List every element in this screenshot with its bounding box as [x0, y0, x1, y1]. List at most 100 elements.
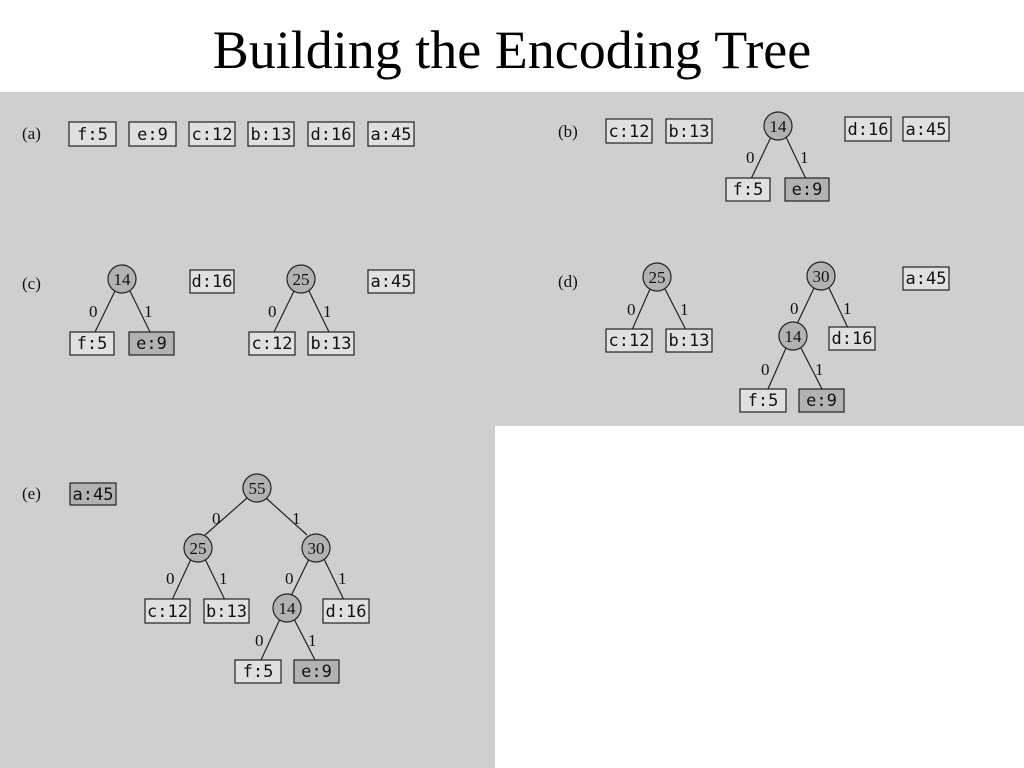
tree-edge [664, 288, 687, 331]
leaf-node: c:12 [144, 598, 191, 624]
leaf-label: b:13 [669, 331, 710, 351]
edge-label: 0 [268, 302, 277, 321]
leaf-node: b:13 [247, 121, 295, 147]
scanned-figure: (a) f:5 e:9 c:12 b:13 d:16 a:45 (b) [0, 92, 1024, 768]
node-weight: 30 [813, 267, 830, 286]
leaf-node: e:9 [128, 121, 177, 147]
leaf-node: d:16 [844, 116, 892, 142]
leaf-node: c:12 [605, 328, 653, 353]
leaf-node: a:45 [902, 116, 950, 142]
tree-edge [785, 136, 807, 180]
node-weight: 25 [190, 539, 207, 558]
edge-label: 1 [843, 299, 852, 318]
tree-edge [631, 288, 651, 331]
internal-node: 30 [301, 533, 331, 563]
edge-label: 0 [212, 509, 221, 528]
leaf-label: d:16 [192, 272, 233, 292]
panel-label: (e) [22, 484, 41, 503]
node-weight: 30 [308, 539, 325, 558]
panel-label: (d) [558, 272, 578, 291]
leaf-label: c:12 [147, 602, 188, 622]
tree-edge [204, 497, 248, 536]
leaf-node: a:45 [367, 269, 415, 294]
leaf-node: f:5 [739, 388, 787, 413]
node-weight: 14 [279, 599, 297, 618]
tree-edge [323, 558, 345, 601]
panel-b: (b) c:12 b:13 0 1 14 d:16 a:45 f:5 [558, 111, 950, 202]
edge-label: 1 [338, 569, 347, 588]
leaf-node: d:16 [307, 121, 355, 147]
leaf-label: b:13 [311, 334, 352, 354]
leaf-node: c:12 [605, 118, 653, 144]
panel-c: (c) 0 1 14 d:16 0 1 25 a:45 f:5 [22, 264, 415, 356]
edge-label: 1 [323, 302, 332, 321]
tree-edge [260, 618, 281, 661]
tree-edge [290, 558, 310, 597]
tree-edge [828, 287, 849, 329]
leaf-node: d:16 [322, 598, 370, 624]
tree-edge [129, 290, 151, 333]
tree-edge [94, 290, 116, 333]
node-weight: 14 [770, 117, 788, 136]
leaf-label: f:5 [733, 180, 764, 200]
internal-node: 14 [107, 264, 137, 294]
leaf-label: f:5 [77, 334, 108, 354]
slide-title: Building the Encoding Tree [212, 20, 812, 80]
edge-label: 1 [308, 631, 317, 650]
leaf-node: a:45 [367, 121, 415, 147]
leaf-label: f:5 [748, 391, 779, 411]
leaf-node: e:9 [798, 388, 845, 413]
leaf-node: d:16 [189, 269, 235, 294]
tree-edge [204, 558, 226, 601]
node-weight: 25 [293, 270, 310, 289]
panel-label: (a) [22, 124, 41, 143]
internal-node: 14 [272, 593, 302, 623]
edge-label: 0 [761, 360, 770, 379]
panel-e: (e) a:45 0 1 55 0 1 25 0 1 30 c:12 [22, 473, 370, 684]
tree-edge [750, 136, 772, 180]
leaf-node: a:45 [902, 266, 950, 291]
internal-node: 55 [242, 473, 272, 503]
leaf-label: e:9 [136, 334, 167, 354]
leaf-node: e:9 [293, 659, 340, 684]
node-weight: 55 [249, 479, 266, 498]
internal-node: 25 [286, 264, 316, 294]
leaf-label: a:45 [906, 269, 947, 289]
edge-label: 0 [166, 569, 175, 588]
leaf-label: a:45 [73, 485, 114, 505]
leaf-label: e:9 [137, 125, 168, 145]
tree-edge [171, 558, 192, 601]
edge-label: 1 [292, 509, 301, 528]
edge-label: 1 [680, 300, 689, 319]
tree-edge [293, 618, 316, 661]
leaf-label: a:45 [371, 125, 412, 145]
leaf-node: e:9 [128, 331, 175, 356]
leaf-node: d:16 [828, 326, 876, 351]
leaf-label: e:9 [301, 662, 332, 682]
tree-edge [767, 347, 787, 390]
internal-node: 14 [763, 111, 793, 141]
leaf-label: d:16 [848, 120, 889, 140]
panel-d: (d) 0 1 25 0 1 30 a:45 c:12 b:13 0 [558, 261, 950, 413]
leaf-node: b:13 [307, 331, 355, 356]
tree-edge [796, 287, 815, 325]
edge-label: 1 [219, 569, 228, 588]
tree-edge [308, 290, 330, 333]
leaf-label: c:12 [609, 331, 650, 351]
encoding-tree-diagram: (a) f:5 e:9 c:12 b:13 d:16 a:45 (b) [0, 92, 1024, 768]
edge-label: 0 [285, 569, 294, 588]
node-weight: 14 [785, 327, 803, 346]
leaf-label: e:9 [806, 391, 837, 411]
leaf-label: c:12 [252, 334, 293, 354]
leaf-node: c:12 [248, 331, 296, 356]
leaf-node: b:13 [665, 118, 713, 144]
leaf-label: f:5 [77, 125, 108, 145]
internal-node: 25 [642, 262, 672, 292]
leaf-label: c:12 [609, 122, 650, 142]
tree-edge [273, 290, 295, 333]
leaf-label: d:16 [311, 125, 352, 145]
leaf-label: b:13 [669, 122, 710, 142]
tree-edge [800, 347, 823, 390]
leaf-label: a:45 [906, 120, 947, 140]
leaf-label: a:45 [371, 272, 412, 292]
